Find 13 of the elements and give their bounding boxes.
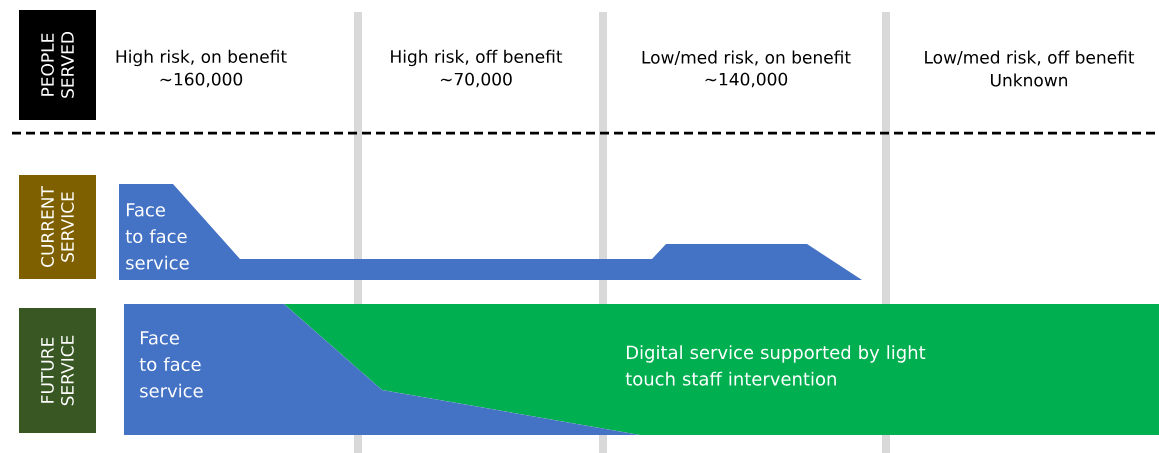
column-header: Unknown [991, 73, 1068, 87]
column-header: ~160,000 [160, 72, 243, 88]
column-header: High risk, off benefit [391, 49, 563, 67]
column-header: Low/med risk, on benefit [642, 50, 851, 66]
column-header: High risk, on benefit [116, 49, 287, 67]
column-header: ~70,000 [440, 72, 512, 88]
row-label-box: PEOPLE SERVED [19, 10, 96, 120]
column-header: ~140,000 [705, 72, 788, 88]
row-label-box: CURRENT SERVICE [19, 175, 96, 279]
digital-service-area: Digital service supported by light touch staff intervention [284, 304, 1159, 435]
column-header: Low/med risk, off benefit [925, 50, 1135, 66]
row-label-box: FUTURE SERVICE [19, 308, 96, 433]
face-to-face-area: Face to face service [119, 184, 862, 280]
